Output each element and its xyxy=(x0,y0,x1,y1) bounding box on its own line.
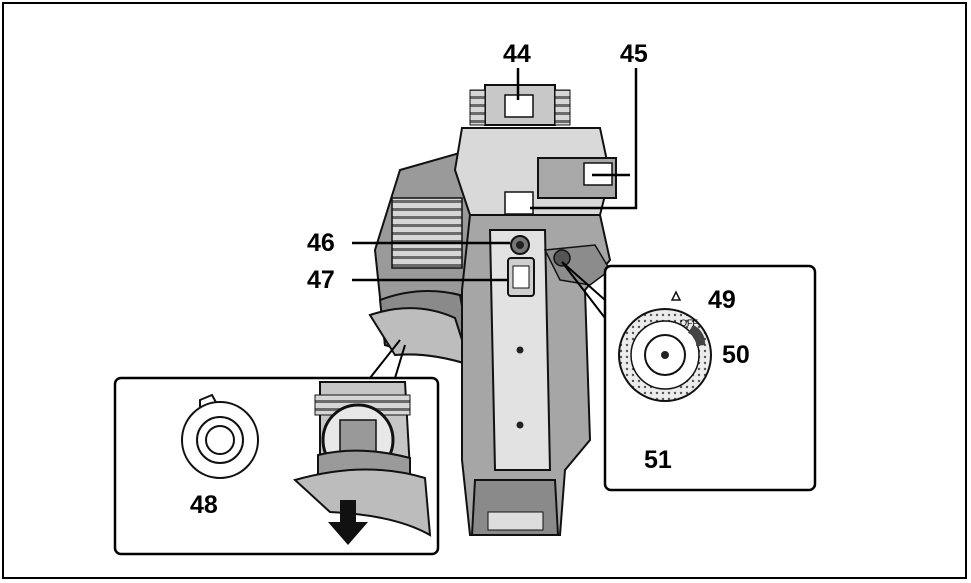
callout-48: 48 xyxy=(190,491,218,519)
eyecup-inset xyxy=(113,339,440,556)
mode-dial-inset xyxy=(561,261,817,492)
callout-49: 49 xyxy=(708,286,736,314)
callout-47: 47 xyxy=(307,266,335,294)
callout-44: 44 xyxy=(503,40,531,68)
camera-body xyxy=(461,214,612,536)
callout-45: 45 xyxy=(620,40,648,68)
callout-46: 46 xyxy=(307,229,335,257)
callout-51: 51 xyxy=(644,446,672,474)
dial-off-label: OFF xyxy=(680,318,698,328)
handle-body xyxy=(453,84,617,216)
arrow-down-icon xyxy=(328,500,368,545)
callout-50: 50 xyxy=(722,341,750,369)
